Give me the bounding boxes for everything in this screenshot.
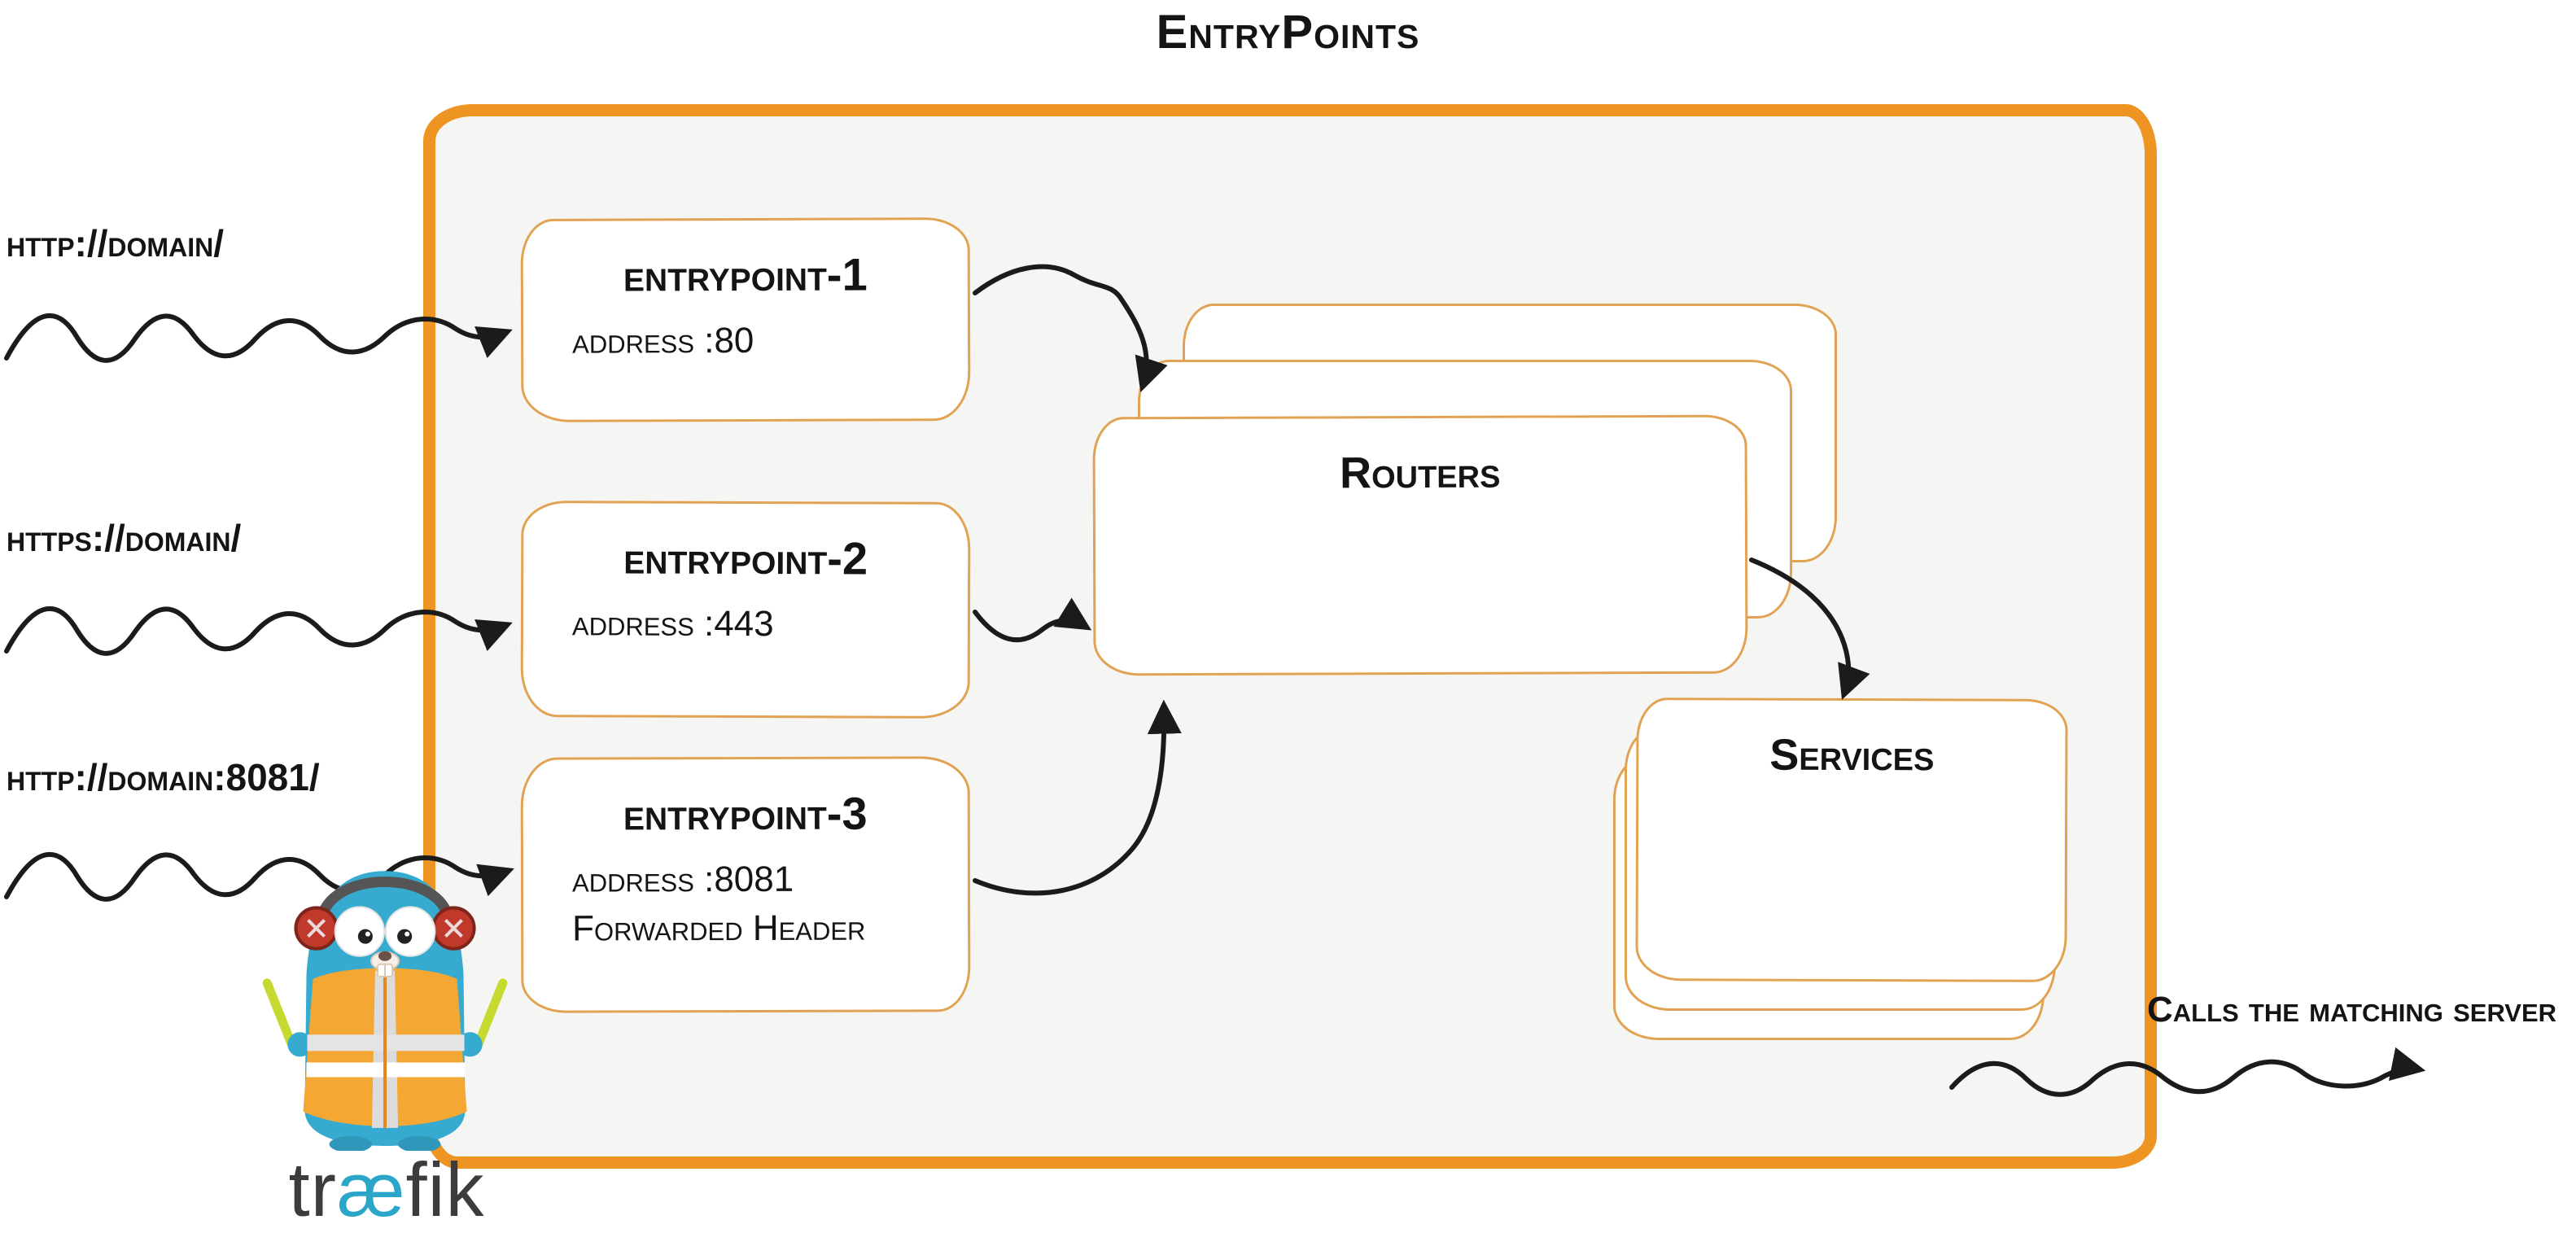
safety-vest <box>303 968 467 1128</box>
entrypoint-forwarded-header: Forwarded Header <box>572 907 866 949</box>
entrypoint-name: entrypoint-2 <box>623 531 868 584</box>
gopher-arm-left <box>287 1032 313 1057</box>
routers-box: Routers <box>1092 414 1748 676</box>
request-url-2: https://domain/ <box>7 517 242 559</box>
entrypoint-name: entrypoint-1 <box>623 248 868 301</box>
entrypoint-1-box: entrypoint-1 address :80 <box>520 217 971 422</box>
services-box: Services <box>1635 697 2068 982</box>
marshalling-wands-icon <box>262 978 508 1053</box>
gopher-feet <box>329 1135 441 1151</box>
gopher-eyes <box>334 906 436 957</box>
wordmark-ae-ligature: æ <box>336 1147 406 1232</box>
gopher-snout <box>370 951 400 977</box>
request-url-1: http://domain/ <box>7 222 224 265</box>
entrypoint-address: address :80 <box>572 320 754 361</box>
entrypoint-2-box: entrypoint-2 address :443 <box>520 501 971 719</box>
entrypoint-name: entrypoint-3 <box>623 787 868 840</box>
entrypoint-3-box: entrypoint-3 address :8081 Forwarded Hea… <box>520 756 971 1013</box>
wordmark-suffix: fik <box>405 1147 485 1232</box>
entrypoint-address: address :443 <box>571 603 774 645</box>
traefik-wordmark: træfik <box>257 1146 516 1233</box>
outgoing-call-label: Calls the matching server <box>2147 990 2557 1030</box>
traefik-gopher-mascot <box>262 871 508 1151</box>
diagram-title: EntryPoints <box>1156 6 1420 59</box>
routers-label: Routers <box>1339 448 1501 498</box>
request-url-3: http://domain:8081/ <box>7 756 320 798</box>
wordmark-prefix: tr <box>288 1147 337 1232</box>
entrypoint-address: address :8081 <box>571 859 794 900</box>
services-label: Services <box>1769 730 1935 780</box>
